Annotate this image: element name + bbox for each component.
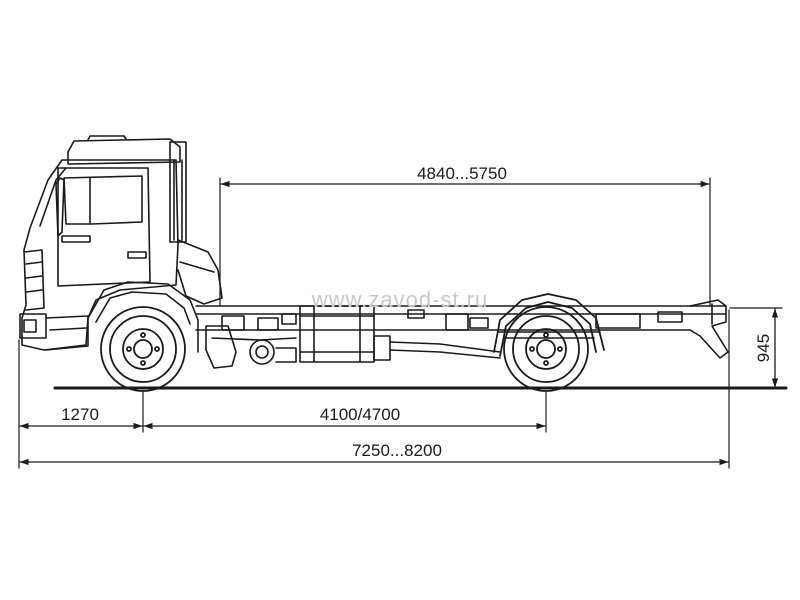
label-wheelbase: 4100/4700 [320,405,400,424]
dimension-front-overhang: 1270 [19,405,143,430]
rear-wheel [493,293,605,392]
chassis-frame [195,299,729,369]
dimension-lines [18,177,783,469]
dimension-wheelbase: 4100/4700 [143,405,546,430]
label-frame-height: 945 [754,334,773,362]
label-overall-length: 7250...8200 [352,441,442,460]
dimension-frame-height: 945 [754,308,779,388]
truck-cab [19,135,223,353]
label-front-overhang: 1270 [61,405,99,424]
front-wheel [100,306,186,392]
dimension-body-length: 4840...5750 [220,164,710,188]
watermark-text: www.zavod-st.ru [311,287,488,312]
dimension-overall-length: 7250...8200 [19,441,729,466]
label-body-length: 4840...5750 [417,164,507,183]
